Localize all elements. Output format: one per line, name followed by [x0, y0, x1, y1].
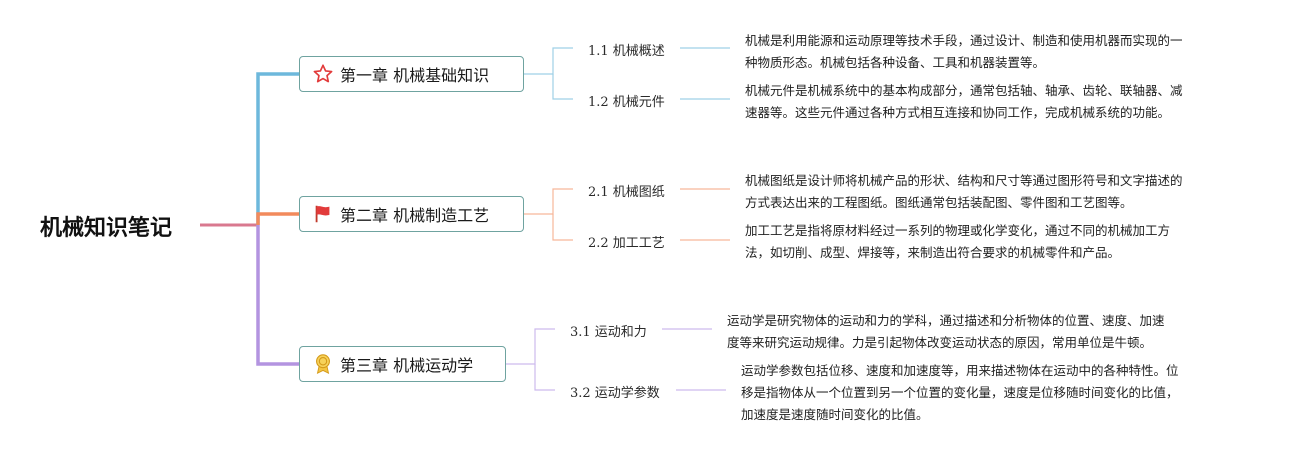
chapter-3-connector — [256, 225, 300, 366]
section-1-1-description: 机械是利用能源和运动原理等技术手段，通过设计、制造和使用机器而实现的一 种物质形… — [745, 30, 1245, 74]
description-line: 方式表达出来的工程图纸。图纸通常包括装配图、零件图和工艺图等。 — [745, 195, 1133, 210]
description-line: 法，如切削、成型、焊接等，来制造出符合要求的机械零件和产品。 — [745, 245, 1121, 260]
root-title[interactable]: 机械知识笔记 — [40, 216, 173, 241]
section-1-1-connector — [523, 47, 573, 75]
section-2-2-connector — [552, 214, 573, 241]
description-line: 度等来研究运动规律。力是引起物体改变运动状态的原因，常用单位是牛顿。 — [727, 335, 1153, 350]
description-line: 机械元件是机械系统中的基本构成部分，通常包括轴、轴承、齿轮、联轴器、减 — [745, 83, 1183, 98]
section-3-1-connector — [505, 328, 555, 365]
description-line: 机械图纸是设计师将机械产品的形状、结构和尺寸等通过图形符号和文字描述的 — [745, 173, 1183, 188]
section-2-2-description: 加工工艺是指将原材料经过一系列的物理或化学变化，通过不同的机械加工方 法，如切削… — [745, 220, 1245, 264]
chapter-1-node[interactable]: 第一章 机械基础知识 — [299, 56, 524, 92]
chapter-1-connector — [256, 72, 300, 225]
section-2-1-connector — [523, 188, 573, 215]
section-3-2-description: 运动学参数包括位移、速度和加速度等，用来描述物体在运动中的各种特性。位 移是指物… — [741, 360, 1241, 426]
section-3-2-connector — [534, 364, 555, 391]
chapter-2-connector — [256, 212, 300, 225]
star-icon — [312, 63, 334, 85]
section-3-1[interactable]: 3.1 运动和力 — [570, 325, 647, 340]
section-3-2[interactable]: 3.2 运动学参数 — [570, 386, 660, 401]
chapter-2-node[interactable]: 第二章 机械制造工艺 — [299, 196, 524, 232]
description-line: 机械是利用能源和运动原理等技术手段，通过设计、制造和使用机器而实现的一 — [745, 33, 1183, 48]
section-3-1-description: 运动学是研究物体的运动和力的学科，通过描述和分析物体的位置、速度、加速 度等来研… — [727, 310, 1227, 354]
description-line: 种物质形态。机械包括各种设备、工具和机器装置等。 — [745, 55, 1046, 70]
description-line: 加速度是速度随时间变化的比值。 — [741, 407, 929, 422]
description-line: 加工工艺是指将原材料经过一系列的物理或化学变化，通过不同的机械加工方 — [745, 223, 1171, 238]
chapter-3-title: 第三章 机械运动学 — [340, 356, 474, 375]
description-line: 运动学参数包括位移、速度和加速度等，用来描述物体在运动中的各种特性。位 — [741, 363, 1179, 378]
section-2-1-description: 机械图纸是设计师将机械产品的形状、结构和尺寸等通过图形符号和文字描述的 方式表达… — [745, 170, 1245, 214]
chapter-1-title: 第一章 机械基础知识 — [340, 66, 490, 85]
description-line: 移是指物体从一个位置到另一个位置的变化量，速度是位移随时间变化的比值， — [741, 385, 1179, 400]
description-line: 运动学是研究物体的运动和力的学科，通过描述和分析物体的位置、速度、加速 — [727, 313, 1165, 328]
section-1-2[interactable]: 1.2 机械元件 — [588, 95, 665, 110]
flag-icon — [312, 203, 334, 225]
chapter-3-node[interactable]: 第三章 机械运动学 — [299, 346, 506, 382]
chapter-2-title: 第二章 机械制造工艺 — [340, 206, 490, 225]
award-ribbon-icon — [312, 353, 334, 375]
section-2-1[interactable]: 2.1 机械图纸 — [588, 185, 665, 200]
section-2-2[interactable]: 2.2 加工工艺 — [588, 236, 665, 251]
section-1-1[interactable]: 1.1 机械概述 — [588, 44, 665, 59]
section-1-2-description: 机械元件是机械系统中的基本构成部分，通常包括轴、轴承、齿轮、联轴器、减 速器等。… — [745, 80, 1245, 124]
description-line: 速器等。这些元件通过各种方式相互连接和协同工作，完成机械系统的功能。 — [745, 105, 1171, 120]
section-1-2-connector — [552, 74, 573, 100]
